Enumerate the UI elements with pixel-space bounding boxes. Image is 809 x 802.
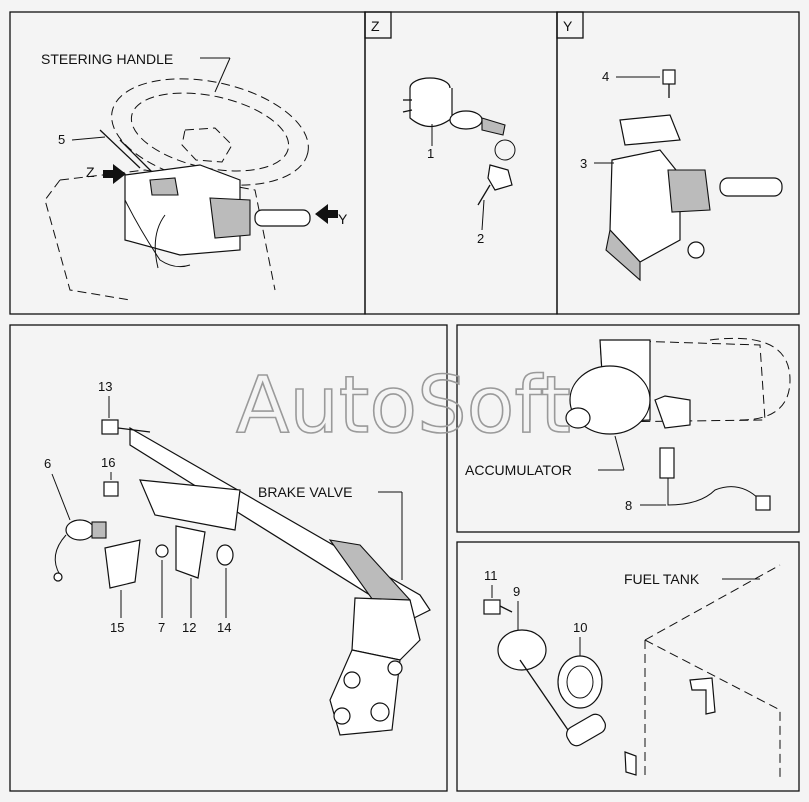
callout-9: 9	[513, 584, 520, 599]
callout-13: 13	[98, 379, 112, 394]
arrow-y-icon	[315, 204, 338, 224]
accumulator-label: ACCUMULATOR	[465, 462, 572, 478]
y-tag: Y	[563, 18, 573, 34]
z-panel-frame	[364, 11, 558, 315]
arrow-z-icon	[103, 164, 126, 184]
callout-6: 6	[44, 456, 51, 471]
callout-1: 1	[427, 146, 434, 161]
accumulator-panel-frame	[456, 324, 800, 533]
callout-4: 4	[602, 69, 609, 84]
brake-valve-drawing	[53, 419, 431, 736]
callout-15: 15	[110, 620, 124, 635]
callout-7: 7	[158, 620, 165, 635]
fuel-tank-label: FUEL TANK	[624, 571, 700, 587]
y-panel-frame	[556, 11, 800, 315]
callout-12: 12	[182, 620, 196, 635]
arrow-y-label: Y	[338, 211, 348, 227]
brake-valve-label: BRAKE VALVE	[258, 484, 352, 500]
callout-10: 10	[573, 620, 587, 635]
steering-handle-label: STEERING HANDLE	[41, 51, 173, 67]
fuel-tank-drawing	[483, 564, 781, 780]
callout-14: 14	[217, 620, 231, 635]
key-switch-drawing	[402, 77, 516, 206]
callout-16: 16	[101, 455, 115, 470]
z-tag-box	[364, 11, 392, 39]
accumulator-drawing	[565, 337, 791, 511]
lever-switch-drawing	[605, 69, 783, 282]
steering-handle-drawing	[44, 78, 311, 301]
y-tag-box	[556, 11, 584, 39]
callout-5: 5	[58, 132, 65, 147]
callout-2: 2	[477, 231, 484, 246]
callout-11: 11	[484, 568, 498, 583]
callout-8: 8	[625, 498, 632, 513]
arrow-z-label: Z	[86, 164, 95, 180]
watermark: AutoSoft	[236, 361, 571, 451]
z-tag: Z	[371, 18, 380, 34]
fuel-panel-frame	[456, 541, 800, 792]
brake-panel-frame	[9, 324, 448, 792]
callout-3: 3	[580, 156, 587, 171]
